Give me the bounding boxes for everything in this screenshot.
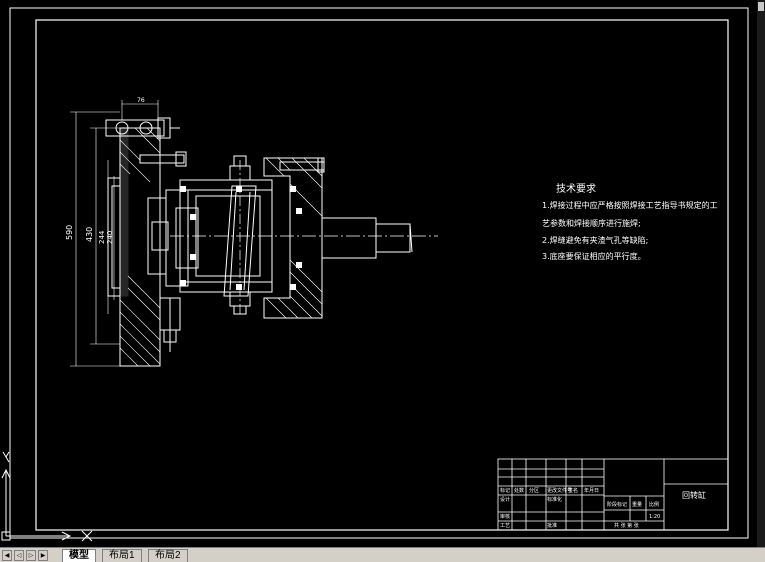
dim-inner-dia-a: 244	[98, 230, 106, 244]
tab-first-icon[interactable]: ◀	[2, 550, 12, 561]
dim-inner-dia-b: 240	[106, 231, 114, 244]
tb-part-name: 回转缸	[682, 490, 706, 500]
tech-req-title: 技术要求	[556, 182, 596, 195]
tb-r1-c3: 标准化	[547, 496, 562, 503]
tb-r0-c3: 更改文件号	[547, 487, 572, 494]
tech-req-line-1: 1.焊接过程中应严格按照焊接工艺指导书规定的工	[542, 200, 718, 210]
cad-drawing[interactable]: 76 590 430 244 240 技术要求 1.焊接过程中应严格按照焊接工艺…	[0, 0, 757, 548]
scrollbar-thumb[interactable]	[758, 2, 764, 11]
sheet-inner-border	[35, 19, 729, 531]
technical-requirements: 技术要求 1.焊接过程中应严格按照焊接工艺指导书规定的工 艺参数和焊接顺序进行施…	[542, 182, 718, 261]
tb-r0-c2: 分区	[529, 487, 539, 494]
tb-stage-1: 重量	[632, 501, 642, 508]
tab-next-icon[interactable]: ▷	[26, 550, 36, 561]
ucs-icon	[1, 451, 93, 542]
rotary-cylinder-section	[105, 117, 438, 367]
tech-req-line-2: 艺参数和焊接顺序进行施焊;	[542, 218, 641, 228]
vertical-scrollbar[interactable]	[757, 0, 765, 548]
tb-stage-2: 比例	[649, 501, 659, 508]
tb-r0-c1: 处数	[514, 487, 524, 494]
title-block-text: 标记 处数 分区 更改文件号 签名 年月日 设计 标准化 审核 工艺 批准 阶段…	[500, 487, 660, 529]
tab-layout1[interactable]: 布局1	[102, 549, 142, 562]
tab-model[interactable]: 模型	[62, 549, 96, 562]
tb-r3-c0: 工艺	[500, 523, 510, 529]
tab-layout2[interactable]: 布局2	[148, 549, 188, 562]
tb-r0-c5: 年月日	[584, 487, 599, 494]
tb-r2-c0: 审核	[500, 513, 510, 520]
tb-r3-c3: 批准	[547, 522, 557, 529]
tb-sheet-info: 共 张 第 张	[614, 522, 639, 529]
tech-req-line-3: 2.焊缝避免有夹渣气孔等缺陷;	[542, 235, 648, 245]
title-block	[497, 458, 729, 531]
tb-scale: 1:20	[649, 514, 660, 520]
sheet-outer-border	[9, 7, 749, 539]
dim-mid-dia: 430	[85, 227, 94, 242]
tb-r0-c0: 标记	[500, 487, 510, 494]
tb-r1-c0: 设计	[500, 496, 510, 503]
dimension-lines	[70, 100, 159, 367]
dim-top-width: 76	[137, 97, 145, 104]
tb-r0-c4: 签名	[568, 487, 578, 494]
tab-last-icon[interactable]: ▶	[38, 550, 48, 561]
tab-prev-icon[interactable]: ◁	[14, 550, 24, 561]
tech-req-line-4: 3.底座要保证相应的平行度。	[542, 251, 646, 261]
tb-stage-0: 阶段标记	[607, 501, 627, 508]
dim-outer-dia: 590	[65, 225, 74, 240]
layout-tab-bar: ◀ ◁ ▷ ▶ 模型 布局1 布局2	[0, 547, 765, 562]
